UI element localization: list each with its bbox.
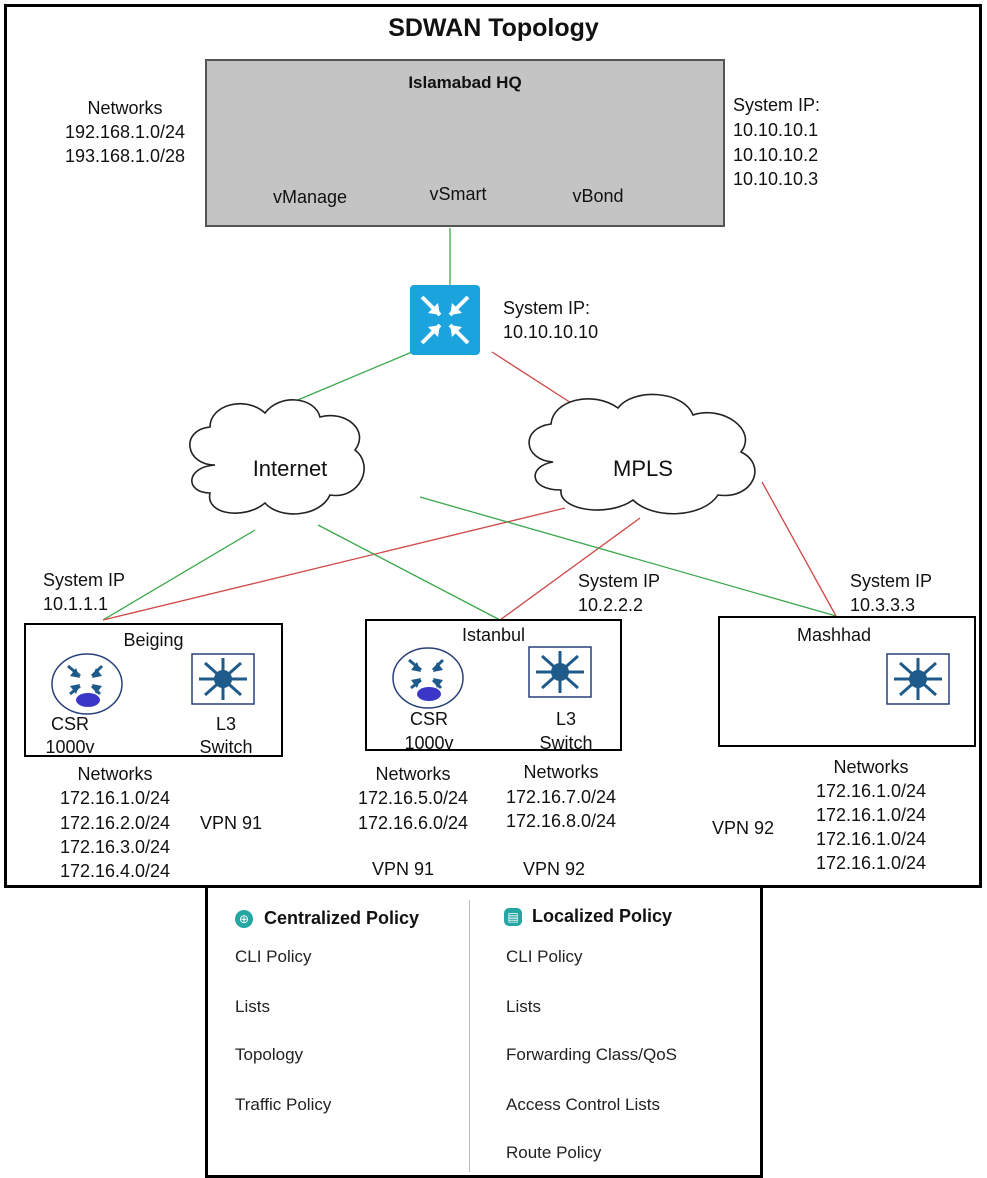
centralized-topology[interactable]: Topology — [235, 1045, 304, 1064]
beiging-switch-label: L3 — [215, 714, 237, 734]
mashhad-network-4: 172.16.1.0/24 — [815, 853, 927, 873]
mashhad-system-ip-label: System IP — [850, 571, 933, 591]
hub-router-icon — [410, 285, 480, 355]
localized-access-control-lists[interactable]: Access Control Lists — [506, 1095, 660, 1114]
beiging-network-1: 172.16.1.0/24 — [59, 788, 171, 808]
mashhad-network-1: 172.16.1.0/24 — [815, 781, 927, 801]
istanbul-vpn-a: VPN 91 — [372, 859, 435, 879]
hub-system-ip: 10.10.10.10 — [503, 322, 599, 342]
istanbul-networks-a-label: Networks — [375, 764, 451, 784]
beiging-system-ip: 10.1.1.1 — [43, 594, 109, 614]
beiging-switch-label-2: Switch — [199, 737, 253, 757]
localized-route-policy[interactable]: Route Policy — [506, 1143, 602, 1162]
mashhad-internet-link — [419, 496, 837, 617]
istanbul-mpls-link — [499, 517, 641, 621]
istanbul-network-b-1: 172.16.7.0/24 — [505, 787, 617, 807]
mashhad-vpn: VPN 92 — [712, 818, 775, 838]
vmanage-label: vManage — [272, 187, 348, 207]
beiging-csr-model: 1000v — [45, 737, 95, 757]
hq-system-ip-label: System IP: — [733, 95, 821, 115]
istanbul-networks-b-label: Networks — [523, 762, 599, 782]
l3-switch-icon — [886, 653, 950, 705]
istanbul-csr-model: 1000v — [404, 733, 454, 753]
centralized-policy-heading[interactable]: Centralized Policy — [264, 908, 420, 928]
mashhad-mpls-link — [761, 481, 837, 617]
policy-panel — [205, 887, 763, 1178]
mashhad-networks-label: Networks — [833, 757, 909, 777]
beiging-internet-link — [102, 529, 256, 621]
hq-networks-label: Networks — [87, 98, 163, 118]
hq-title: Islamabad HQ — [408, 73, 522, 92]
globe-icon: ⊕ — [235, 910, 253, 928]
centralized-lists[interactable]: Lists — [235, 997, 270, 1016]
beiging-networks-label: Networks — [77, 764, 153, 784]
hq-system-ip-2: 10.10.10.2 — [733, 145, 819, 165]
mpls-cloud — [528, 393, 756, 515]
vsmart-label: vSmart — [429, 184, 487, 204]
istanbul-network-a-1: 172.16.5.0/24 — [357, 788, 469, 808]
beiging-network-2: 172.16.2.0/24 — [59, 813, 171, 833]
policy-divider — [469, 900, 470, 1172]
beiging-vpn: VPN 91 — [200, 813, 263, 833]
hub-mpls-link — [491, 351, 583, 411]
istanbul-system-ip: 10.2.2.2 — [578, 595, 644, 615]
istanbul-internet-link — [317, 524, 501, 621]
internet-label: Internet — [252, 456, 328, 481]
hq-system-ip-3: 10.10.10.3 — [733, 169, 819, 189]
mashhad-network-3: 172.16.1.0/24 — [815, 829, 927, 849]
mashhad-site-name: Mashhad — [797, 625, 872, 645]
l3-switch-icon — [528, 646, 592, 698]
mashhad-network-2: 172.16.1.0/24 — [815, 805, 927, 825]
localized-policy-heading[interactable]: Localized Policy — [532, 906, 673, 926]
centralized-traffic-policy[interactable]: Traffic Policy — [235, 1095, 332, 1114]
istanbul-switch-label: L3 — [555, 709, 577, 729]
mashhad-system-ip: 10.3.3.3 — [850, 595, 916, 615]
hub-system-ip-label: System IP: — [503, 298, 591, 318]
csr-router-icon — [51, 653, 123, 715]
centralized-cli-policy[interactable]: CLI Policy — [235, 947, 312, 966]
istanbul-switch-label-2: Switch — [539, 733, 593, 753]
localized-lists[interactable]: Lists — [506, 997, 541, 1016]
topology-frame — [4, 4, 982, 888]
localized-cli-policy[interactable]: CLI Policy — [506, 947, 583, 966]
beiging-system-ip-label: System IP — [43, 570, 126, 590]
istanbul-network-b-2: 172.16.8.0/24 — [505, 811, 617, 831]
beiging-network-3: 172.16.3.0/24 — [59, 837, 171, 857]
device-icon: ▤ — [504, 908, 522, 926]
localized-forwarding-class-qos[interactable]: Forwarding Class/QoS — [506, 1045, 678, 1064]
vbond-label: vBond — [572, 186, 624, 206]
beiging-site-name: Beiging — [123, 630, 184, 650]
hq-network-2: 193.168.1.0/28 — [64, 146, 186, 166]
hq-system-ip-1: 10.10.10.1 — [733, 120, 819, 140]
beiging-network-4: 172.16.4.0/24 — [59, 861, 171, 881]
hq-box — [205, 59, 725, 227]
istanbul-site-name: Istanbul — [461, 625, 526, 645]
internet-cloud — [189, 399, 365, 515]
diagram-title: SDWAN Topology — [388, 14, 599, 42]
istanbul-csr-label: CSR — [409, 709, 448, 729]
mpls-label: MPLS — [613, 456, 673, 481]
csr-router-icon — [392, 647, 464, 709]
l3-switch-icon — [191, 653, 255, 705]
beiging-csr-label: CSR — [50, 714, 89, 734]
hq-network-1: 192.168.1.0/24 — [64, 122, 186, 142]
istanbul-network-a-2: 172.16.6.0/24 — [357, 813, 469, 833]
beiging-mpls-link — [102, 507, 566, 621]
istanbul-vpn-b: VPN 92 — [523, 859, 586, 879]
istanbul-system-ip-label: System IP — [578, 571, 661, 591]
